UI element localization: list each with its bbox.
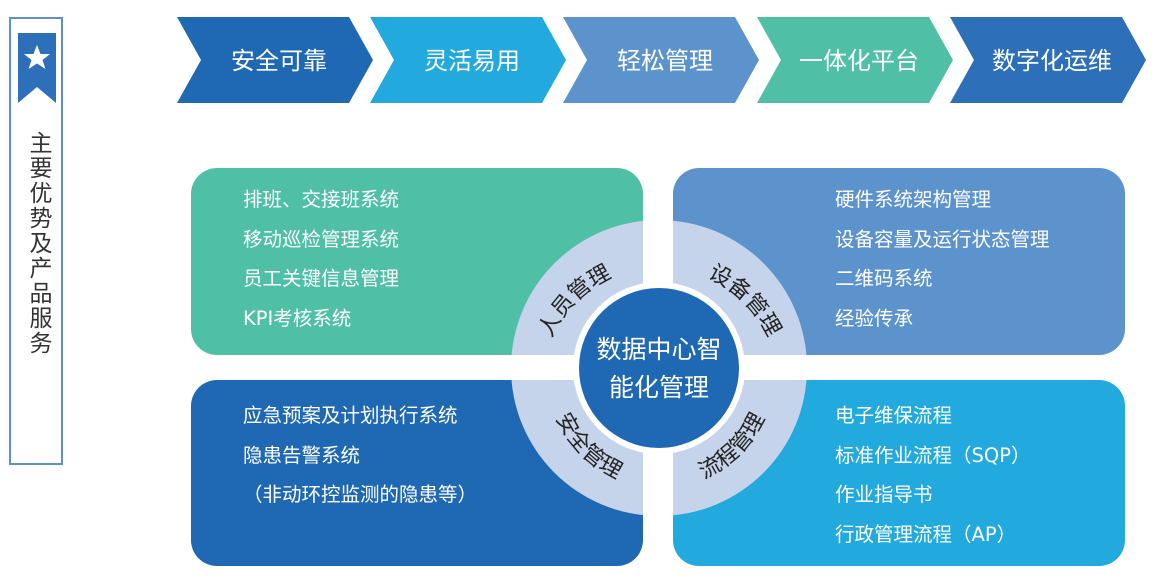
panel-item: （非动环控监测的隐患等） <box>243 483 478 506</box>
banner-label-1: 安全可靠 <box>231 47 327 75</box>
banner-chevron-3 <box>563 17 759 103</box>
panel-item: 硬件系统架构管理 <box>835 188 992 211</box>
banner-label-5: 数字化运维 <box>992 47 1112 75</box>
panel-item: 排班、交接班系统 <box>243 188 400 211</box>
banner-chevron-1 <box>177 17 373 103</box>
panel-item: 电子维保流程 <box>835 404 953 427</box>
banner-label-2: 灵活易用 <box>424 47 520 75</box>
personnel-management-panel: 排班、交接班系统移动巡检管理系统员工关键信息管理 KPI考核系统 <box>191 168 643 355</box>
banner-chevron-4 <box>757 17 953 103</box>
banner-label-3: 轻松管理 <box>617 47 713 75</box>
advantages-banner: 安全可靠 灵活易用 轻松管理 一体化平台 数字化运维 <box>177 17 1146 103</box>
panel-item: 员工关键信息管理 <box>243 267 400 290</box>
panel-item: 移动巡检管理系统 <box>243 227 400 251</box>
panel-item: 应急预案及计划执行系统 <box>243 404 458 427</box>
process-management-panel: 电子维保流程标准作业流程（SQP） 作业指导书行政管理流程（AP） <box>673 380 1125 566</box>
equipment-management-panel: 硬件系统架构管理设备容量及运行状态管理二维码系统经验传承 <box>673 168 1125 355</box>
banner-label-4: 一体化平台 <box>799 47 919 75</box>
panel-item: 隐患告警系统 <box>243 443 361 467</box>
banner-chevron-5 <box>950 17 1146 103</box>
panel-item: 二维码系统 <box>835 267 933 290</box>
panel-item: 行政管理流程（AP） <box>835 522 1017 546</box>
side-section-tab: 主要优势及产品服务 <box>9 17 63 465</box>
panel-item: 设备容量及运行状态管理 <box>835 227 1050 251</box>
banner-chevron-2 <box>370 17 566 103</box>
panel-item: 作业指导书 <box>835 483 933 506</box>
star-icon <box>24 45 50 69</box>
panel-item: KPI考核系统 <box>243 306 352 330</box>
panel-item: 经验传承 <box>835 306 914 330</box>
panel-item: 标准作业流程（SQP） <box>835 443 1031 467</box>
ribbon-badge <box>18 33 56 103</box>
safety-management-panel: 应急预案及计划执行系统隐患告警系统 （非动环控监测的隐患等） <box>191 380 643 566</box>
side-title: 主要优势及产品服务 <box>25 131 51 356</box>
